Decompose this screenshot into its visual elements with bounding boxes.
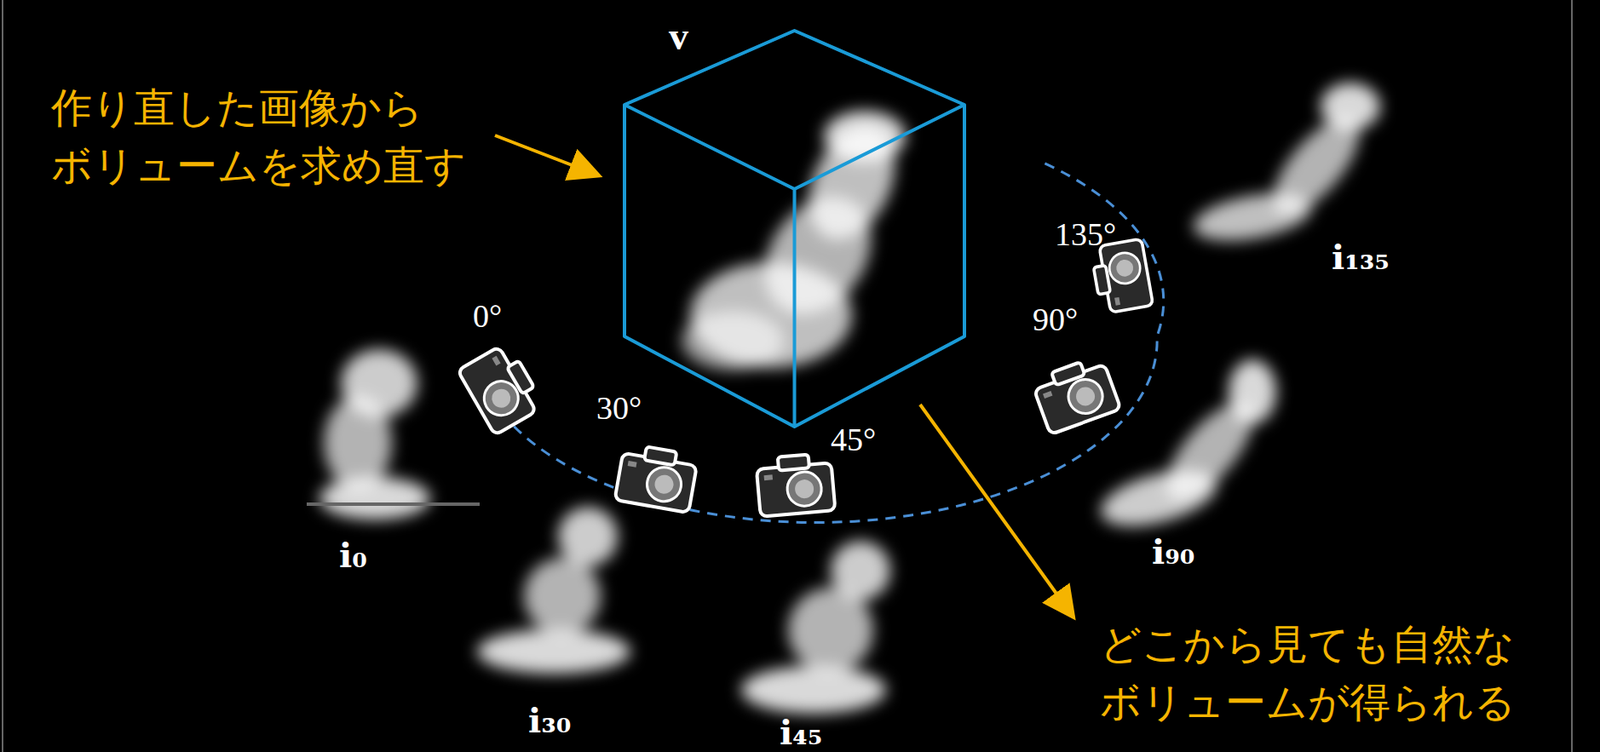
image-label: i₉₀: [1151, 535, 1195, 570]
callout-note: 作り直した画像から ボリュームを求め直す: [51, 78, 529, 195]
smoke-image-30: [477, 506, 631, 674]
camera-45: [755, 452, 836, 517]
ground: [306, 502, 480, 507]
smoke-image-45: [741, 541, 891, 714]
camera-orbit: [477, 161, 1164, 523]
leader-arrow: [494, 135, 597, 175]
angle-label: 135°: [1054, 218, 1117, 251]
angle-label: 0°: [472, 299, 502, 333]
callout-note: どこから見ても自然な ボリュームが得られる: [1099, 615, 1577, 731]
image-label: i₁₃₅: [1331, 240, 1390, 275]
leader-arrow: [920, 404, 1072, 616]
image-label: i₀: [339, 538, 368, 573]
angle-label: 45°: [830, 423, 876, 456]
camera-0: [457, 341, 546, 436]
volume-symbol: v: [668, 17, 689, 57]
volume-cube: v: [624, 30, 965, 427]
camera-30: [614, 443, 698, 513]
smoke-image-90: [1094, 359, 1277, 537]
angle-label: 30°: [596, 391, 642, 425]
angle-label: 90°: [1032, 303, 1078, 336]
camera-90: [1030, 354, 1122, 435]
image-label: i₄₅: [779, 715, 823, 750]
cube-outline: [624, 30, 965, 427]
smoke-image-135: [1190, 82, 1381, 249]
smoke-image-0: [319, 349, 431, 520]
image-label: i₃₀: [528, 703, 571, 738]
